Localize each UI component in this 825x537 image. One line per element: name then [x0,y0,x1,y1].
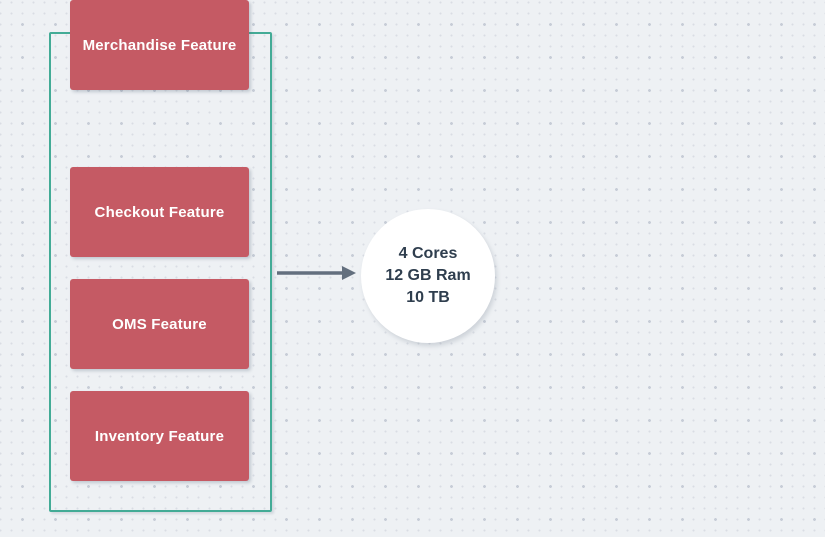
arrowhead-icon [342,266,356,280]
feature-node-label: Merchandise Feature [82,36,237,54]
server-spec-ram: 12 GB Ram [385,267,471,284]
feature-node-inventory[interactable]: Inventory Feature [70,391,249,481]
feature-node-label: Inventory Feature [94,427,225,445]
server-spec-storage: 10 TB [406,289,450,306]
connector-arrow[interactable] [270,260,365,286]
feature-node-label: Checkout Feature [94,203,225,221]
server-spec-cores: 4 Cores [398,245,458,262]
feature-node-checkout[interactable]: Checkout Feature [70,167,249,257]
feature-node-label: OMS Feature [112,315,207,333]
server-spec-node[interactable]: 4 Cores 12 GB Ram 10 TB [361,209,495,343]
feature-node-oms[interactable]: OMS Feature [70,279,249,369]
feature-node-merchandise[interactable]: Merchandise Feature [70,0,249,90]
